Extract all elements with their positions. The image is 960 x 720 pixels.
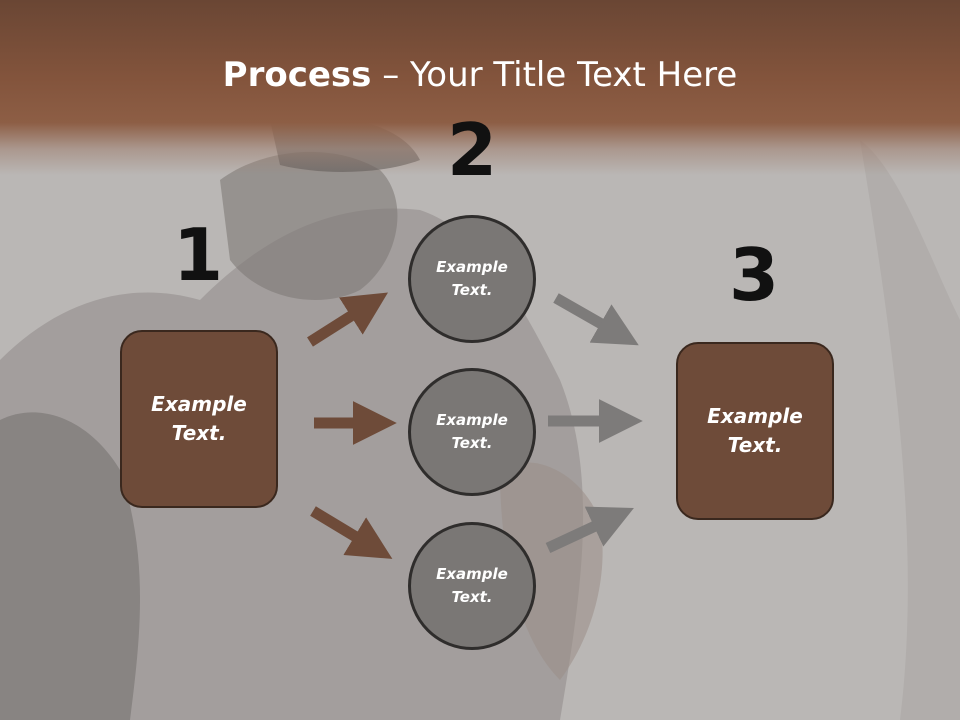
step-number-3: 3 [728,233,780,317]
step-box-3-label: Example Text. [707,404,803,457]
header-band [0,0,960,175]
step-circle-middle: Example Text. [408,368,536,496]
arrow-box1-to-circle-top [307,292,389,347]
step-number-2: 2 [446,108,498,192]
title-strong: Process [222,55,372,95]
step-circle-bottom-label: Example Text. [436,565,508,606]
slide-title: Process – Your Title Text Here [0,52,960,98]
step-box-1-label: Example Text. [151,392,247,445]
title-separator: – [371,55,411,95]
step-circle-middle-label: Example Text. [436,411,508,452]
step-circle-bottom: Example Text. [408,522,536,650]
step-box-3: Example Text. [676,342,834,520]
title-rest: Your Title Text Here [410,55,738,95]
step-circle-top: Example Text. [408,215,536,343]
arrow-circle-top-to-box3 [553,293,639,346]
step-number-1: 1 [172,213,224,297]
step-box-1: Example Text. [120,330,278,508]
step-circle-top-label: Example Text. [436,258,508,299]
arrow-circle-bottom-to-box3 [545,506,634,553]
arrow-box1-to-circle-bottom [310,506,393,559]
